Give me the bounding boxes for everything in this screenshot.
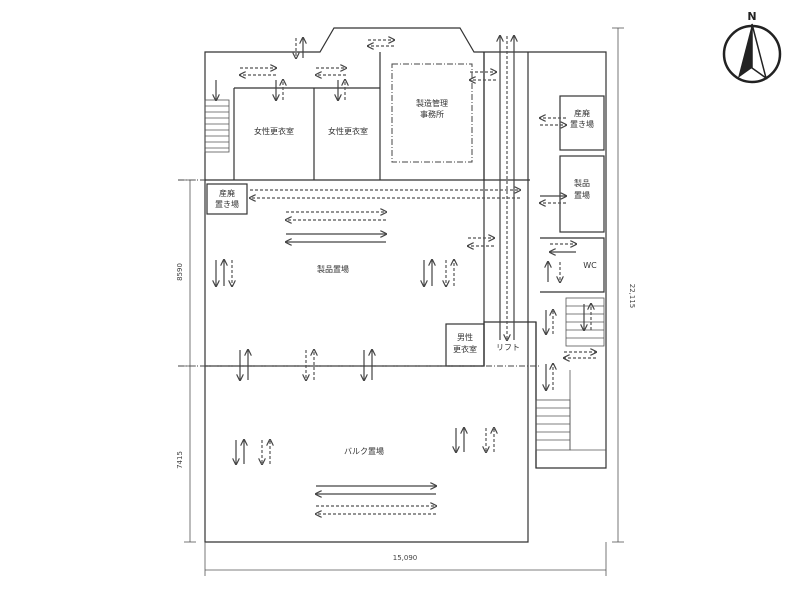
room-label-product-right-2: 置場 — [574, 190, 590, 200]
room-label-mens-locker-1: 男性 — [457, 332, 473, 342]
room-label-mens-locker-2: 更衣室 — [453, 344, 477, 354]
mgmt-office-outline — [391, 63, 473, 163]
dimension-right — [612, 27, 624, 543]
wc-room — [540, 237, 605, 293]
compass-label: N — [747, 10, 756, 23]
dimension-label-lower-height: 7415 — [176, 451, 184, 469]
stairs-upper-left — [204, 99, 230, 153]
room-label-mgmt-office-1: 製造管理 — [416, 98, 448, 108]
room-label-waste-right-2: 置き場 — [570, 119, 594, 129]
room-label-bulk-storage: バルク置場 — [344, 446, 384, 456]
room-label-mgmt-office-2: 事務所 — [420, 109, 444, 119]
room-label-waste-left-1: 産廃 — [219, 188, 235, 198]
room-label-wc: WC — [583, 261, 597, 270]
dimension-label-total-height: 22,115 — [628, 284, 636, 309]
room-label-product-storage: 製品置場 — [317, 264, 349, 274]
lift-shaft — [483, 52, 529, 366]
stairs-right-lower — [535, 370, 606, 451]
room-label-womens-locker-2: 女性更衣室 — [328, 126, 368, 136]
room-label-womens-locker-1: 女性更衣室 — [254, 126, 294, 136]
dimension-label-upper-height: 8590 — [176, 263, 184, 281]
dimension-label-total-width: 15,090 — [393, 554, 418, 562]
dimension-bottom — [204, 542, 607, 576]
room-label-lift: リフト — [496, 343, 520, 352]
waste-room-left — [206, 183, 248, 215]
room-label-waste-right-1: 産廃 — [574, 108, 590, 118]
room-label-product-right-1: 製品 — [574, 178, 590, 188]
building-outline — [204, 27, 607, 469]
building-lower-outline — [204, 322, 529, 543]
north-arrow-icon: N — [722, 10, 782, 84]
room-label-waste-left-2: 置き場 — [215, 199, 239, 209]
dimension-left — [184, 179, 196, 543]
